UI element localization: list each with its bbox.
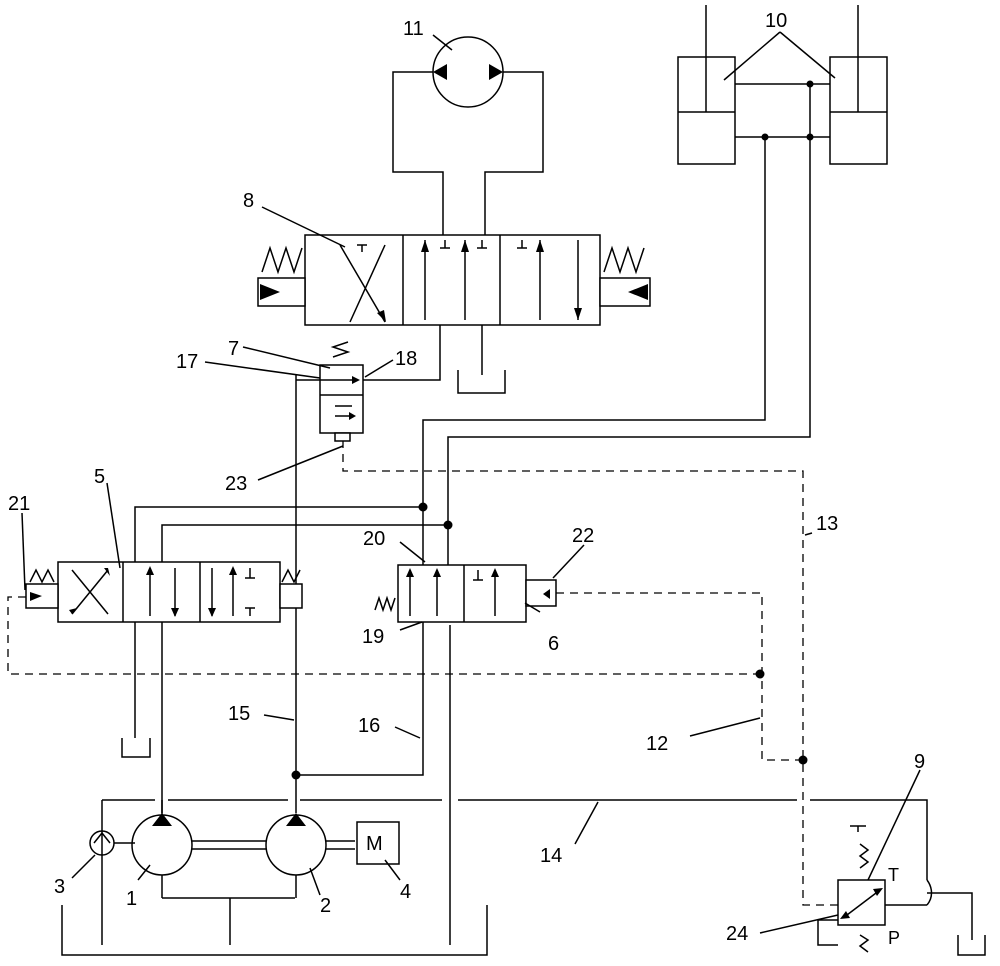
port-a-line xyxy=(134,506,423,562)
label-15: 15 xyxy=(228,703,250,725)
pump-1 xyxy=(131,800,193,898)
label-4: 4 xyxy=(400,881,411,903)
label-22: 22 xyxy=(572,525,594,547)
tank-symbol-5 xyxy=(121,622,151,758)
tank-symbol-8 xyxy=(457,325,506,394)
pilot-line-22 xyxy=(556,592,803,761)
pump-2 xyxy=(265,813,327,898)
label-7: 7 xyxy=(228,338,239,360)
line-16 xyxy=(296,622,424,776)
label-19: 19 xyxy=(362,626,384,648)
label-17: 17 xyxy=(176,351,198,373)
leader-lines xyxy=(21,31,921,934)
pilot-line-13 xyxy=(342,440,840,906)
directional-valve-6 xyxy=(374,564,557,623)
label-2: 2 xyxy=(320,895,331,917)
line-14 xyxy=(102,799,928,880)
cylinder-line-b xyxy=(447,84,811,565)
relief-port-p: P xyxy=(888,928,900,948)
label-10: 10 xyxy=(765,10,787,32)
electric-motor-4: M xyxy=(356,821,400,865)
label-20: 20 xyxy=(363,528,385,550)
directional-valve-8 xyxy=(257,234,651,326)
cylinder-line-a xyxy=(422,137,766,565)
label-18: 18 xyxy=(395,348,417,370)
label-24: 24 xyxy=(726,923,748,945)
label-21: 21 xyxy=(8,493,30,515)
label-6: 6 xyxy=(548,633,559,655)
hydraulic-motor-11 xyxy=(392,36,544,235)
motor-letter: M xyxy=(366,833,383,855)
pilot-line-21 xyxy=(7,596,760,675)
pressure-valve-7 xyxy=(319,341,364,442)
label-13: 13 xyxy=(816,513,838,535)
component-labels: 11 10 8 7 17 18 23 5 21 20 22 19 6 13 15… xyxy=(8,10,925,945)
relief-valve-9: T P xyxy=(817,825,986,956)
label-3: 3 xyxy=(54,876,65,898)
valve-7-outlet xyxy=(363,325,441,381)
relief-port-t: T xyxy=(888,865,899,885)
directional-valve-5 xyxy=(25,561,303,623)
label-23: 23 xyxy=(225,473,247,495)
label-14: 14 xyxy=(540,845,562,867)
drive-shaft xyxy=(192,840,355,850)
tank-reservoir xyxy=(61,625,488,956)
label-5: 5 xyxy=(94,466,105,488)
hydraulic-cylinders-10 xyxy=(677,5,888,165)
label-12: 12 xyxy=(646,733,668,755)
label-11: 11 xyxy=(403,18,424,40)
label-9: 9 xyxy=(914,751,925,773)
check-valve-3 xyxy=(89,830,135,856)
port-b-line xyxy=(161,524,448,562)
label-8: 8 xyxy=(243,190,254,212)
label-1: 1 xyxy=(126,888,137,910)
label-16: 16 xyxy=(358,715,380,737)
